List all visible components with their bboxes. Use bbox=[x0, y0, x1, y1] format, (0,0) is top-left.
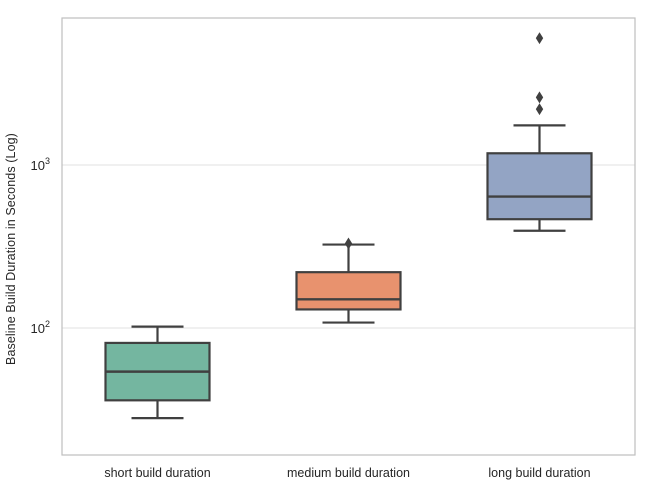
axes-spine bbox=[61, 17, 636, 456]
outlier-marker bbox=[535, 91, 544, 104]
box-medium-build-duration bbox=[295, 237, 402, 324]
y-tick-label-3: 103 bbox=[31, 156, 50, 173]
x-tick-label-long-build-duration: long build duration bbox=[488, 466, 590, 480]
box-body bbox=[295, 271, 402, 311]
box-body bbox=[486, 152, 593, 221]
x-tick-label-short-build-duration: short build duration bbox=[104, 466, 210, 480]
x-tick-label-medium-build-duration: medium build duration bbox=[287, 466, 410, 480]
x-axis-ticks: short build duration medium build duratio… bbox=[104, 466, 590, 480]
outlier-marker bbox=[344, 237, 353, 250]
y-tick-label-2: 102 bbox=[31, 319, 50, 336]
box-short-build-duration bbox=[104, 325, 211, 420]
box-series bbox=[104, 32, 593, 420]
axes-frame bbox=[61, 17, 636, 456]
outlier-marker bbox=[535, 32, 544, 45]
y-axis-ticks: 102 103 bbox=[31, 156, 50, 336]
box-long-build-duration bbox=[486, 32, 593, 232]
outlier-marker bbox=[535, 103, 544, 116]
